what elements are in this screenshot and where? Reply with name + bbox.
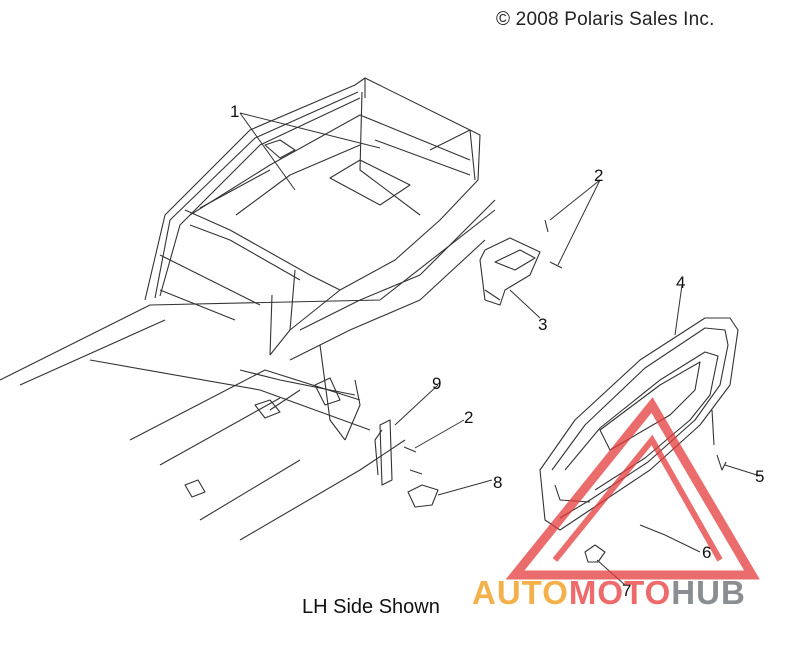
callout-numbers: 1 2 3 4 9 2 5 8 6 7 xyxy=(230,102,764,600)
callout-8: 8 xyxy=(493,473,502,492)
fastener-6 xyxy=(639,524,666,536)
callout-9: 9 xyxy=(432,374,441,393)
callout-3: 3 xyxy=(538,315,547,334)
callout-2a: 2 xyxy=(594,166,603,185)
side-rail xyxy=(289,199,496,441)
watermark-part2: MOTO xyxy=(568,574,672,611)
pad-8 xyxy=(407,484,439,508)
leader-lines xyxy=(239,112,761,586)
bolts-2a xyxy=(544,219,563,269)
bracket-9 xyxy=(374,419,393,486)
callout-4: 4 xyxy=(676,273,685,292)
storage-box xyxy=(144,77,481,356)
callout-7: 7 xyxy=(622,581,631,600)
callout-5: 5 xyxy=(755,467,764,486)
copyright-text: © 2008 Polaris Sales Inc. xyxy=(496,9,715,30)
frame-lines xyxy=(0,209,496,541)
watermark-logo xyxy=(505,397,760,580)
hinge-area xyxy=(184,377,341,498)
side-panel-4 xyxy=(539,317,739,531)
watermark-part1: AUTO xyxy=(472,574,569,611)
caption-text: LH Side Shown xyxy=(302,596,440,618)
watermark-part3: HUB xyxy=(671,574,746,611)
grommet-7 xyxy=(584,544,606,563)
callout-6: 6 xyxy=(702,543,711,562)
callout-2b: 2 xyxy=(464,408,473,427)
bracket-3 xyxy=(479,237,541,306)
fastener-5 xyxy=(711,409,727,471)
bolts-2b xyxy=(403,446,423,475)
callout-1: 1 xyxy=(230,102,239,121)
watermark-text: AUTOMOTOHUB xyxy=(472,574,746,612)
